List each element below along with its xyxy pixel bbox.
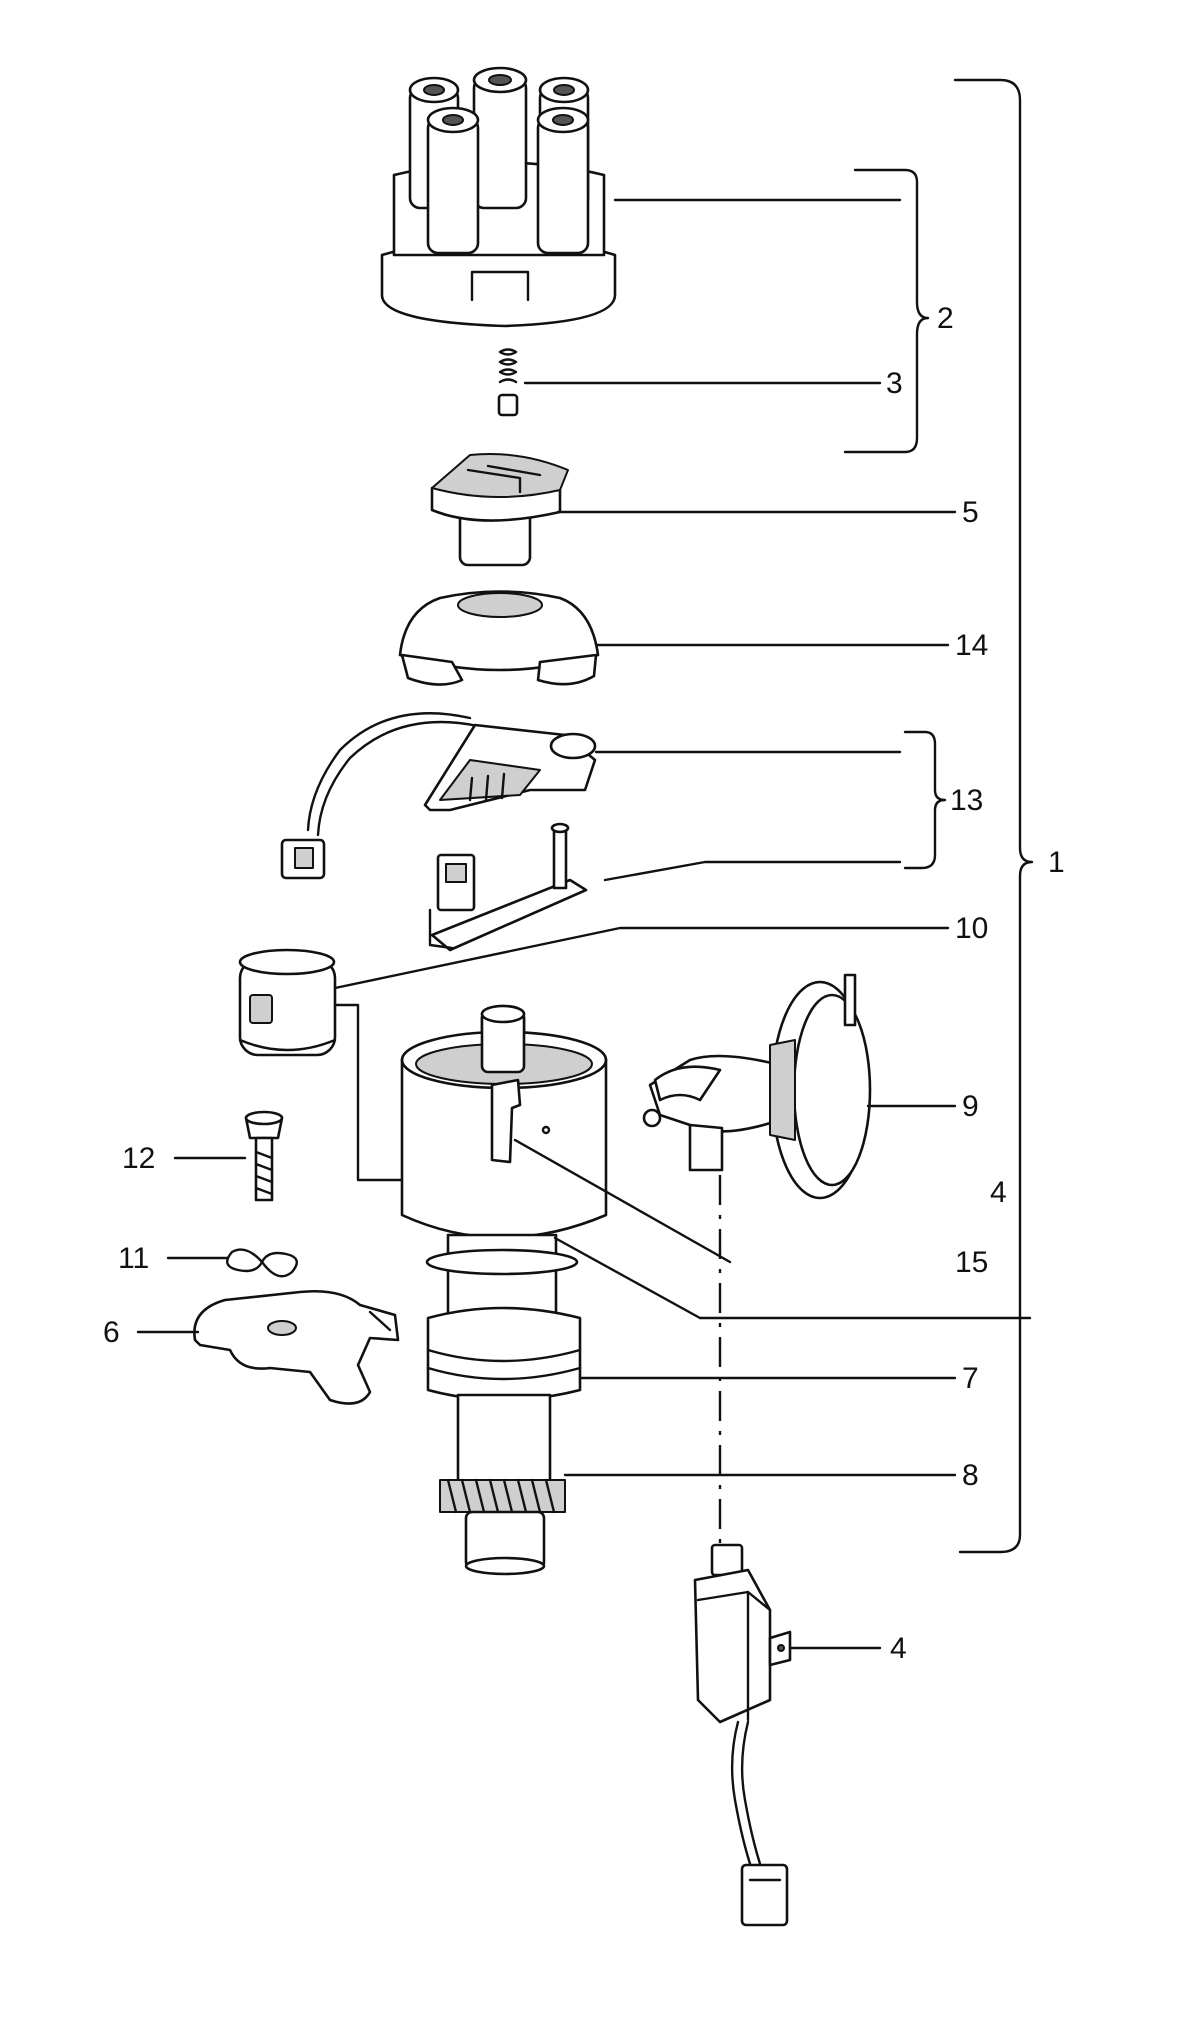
bracket-part-1 — [953, 78, 1034, 1554]
distributor-housing — [400, 1004, 608, 1576]
callout-labels: 1 2 3 4 4 5 6 7 8 9 10 11 12 13 14 15 — [103, 302, 1065, 1665]
callout-6: 6 — [103, 1316, 120, 1349]
callout-12: 12 — [122, 1142, 155, 1175]
callout-13: 13 — [950, 784, 983, 817]
dust-shield — [398, 590, 600, 686]
callout-3: 3 — [886, 367, 903, 400]
callout-11: 11 — [118, 1242, 149, 1275]
bolt — [244, 1110, 284, 1202]
callout-15: 15 — [955, 1246, 988, 1279]
leader-lines — [136, 198, 1032, 1650]
callout-2: 2 — [937, 302, 954, 335]
callout-5: 5 — [962, 496, 979, 529]
vacuum-unit — [642, 973, 872, 1200]
callout-4-upper: 4 — [990, 1176, 1007, 1209]
bracket-part-13 — [903, 730, 947, 870]
breaker-plate — [428, 822, 588, 952]
spring-washer — [226, 1248, 298, 1278]
carbon-brush-spring — [497, 348, 519, 417]
cap-tower — [426, 106, 480, 255]
breaker-points — [280, 712, 597, 880]
callout-7: 7 — [962, 1362, 979, 1395]
condenser — [238, 948, 412, 1182]
pulse-sensor — [693, 1543, 792, 1927]
cap-tower — [536, 106, 590, 255]
callout-9: 9 — [962, 1090, 979, 1123]
bracket-part-2 — [843, 168, 930, 454]
callout-10: 10 — [955, 912, 988, 945]
rotor — [430, 453, 569, 567]
callout-4-lower: 4 — [890, 1632, 907, 1665]
callout-1: 1 — [1048, 846, 1065, 879]
cap-tower — [472, 66, 528, 210]
callout-14: 14 — [955, 629, 988, 662]
callout-8: 8 — [962, 1459, 979, 1492]
distributor-cap — [380, 66, 617, 328]
clamp-plate — [193, 1289, 400, 1405]
